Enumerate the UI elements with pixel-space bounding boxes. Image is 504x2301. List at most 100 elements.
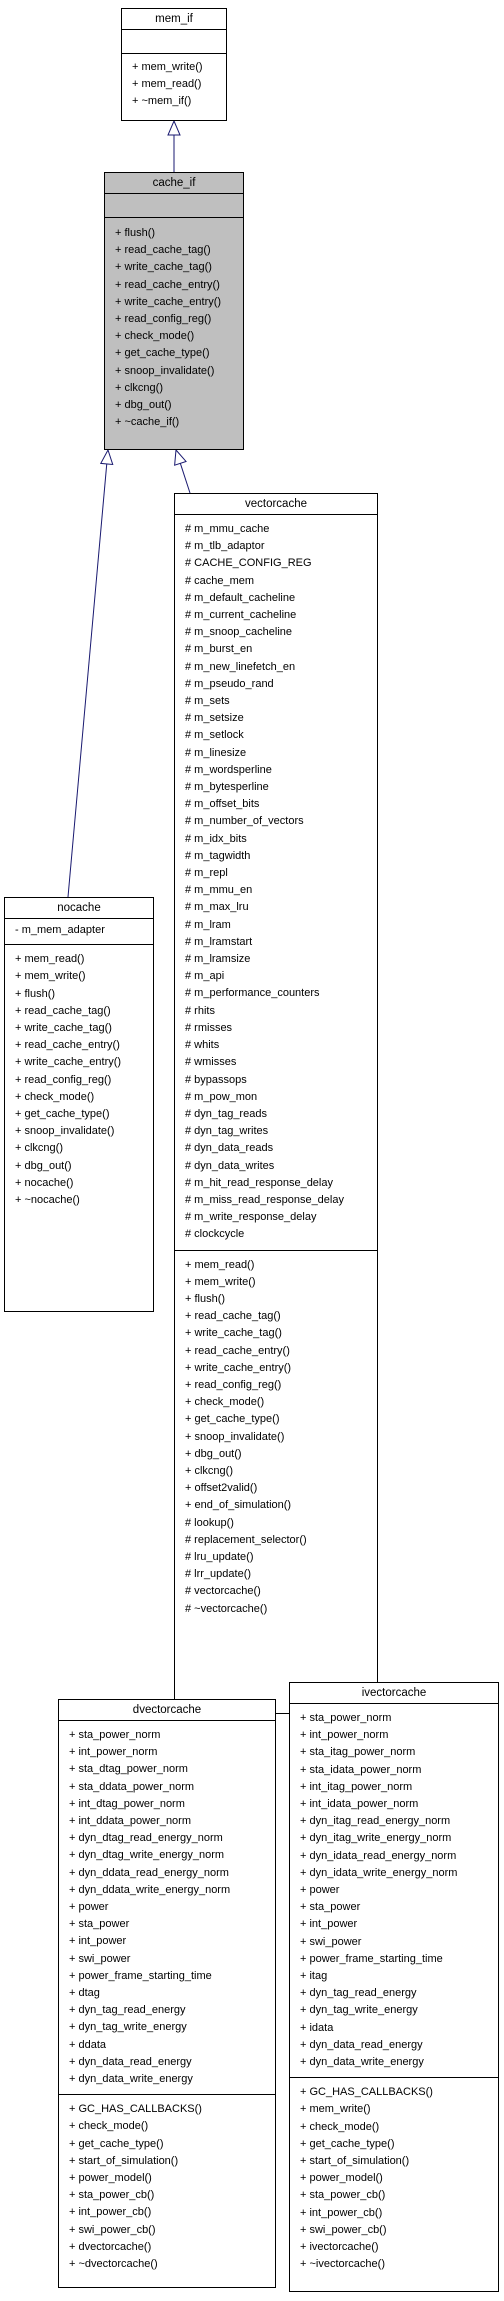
class-vectorcache[interactable]: vectorcache # m_mmu_cache # m_tlb_adaptor… [174, 493, 378, 1714]
attribute-item: # m_wordsperline [185, 763, 272, 776]
attribute-item: # rmisses [185, 1021, 233, 1034]
method-item: + snoop_invalidate() [15, 1125, 115, 1138]
method-item: + mem_write() [300, 2103, 371, 2116]
attribute-item: - m_mem_adapter [15, 924, 105, 936]
method-item: + sta_power_cb() [300, 2189, 386, 2202]
attribute-item: # m_miss_read_response_delay [185, 1193, 344, 1206]
attribute-item: # m_linesize [185, 746, 247, 759]
attribute-item: + power_frame_starting_time [300, 1952, 443, 1965]
methods-section: + GC_HAS_CALLBACKS()+ check_mode()+ get_… [59, 2094, 275, 2273]
method-item: + mem_write() [15, 970, 86, 983]
attribute-item: # wmisses [185, 1056, 237, 1069]
attribute-item: + power [69, 1901, 109, 1914]
method-item: # replacement_selector() [185, 1533, 307, 1546]
attribute-item: # m_api [185, 970, 225, 983]
method-item: + ~nocache() [15, 1194, 80, 1207]
attributes-section: + sta_power_norm+ int_power_norm+ sta_it… [290, 1703, 498, 2077]
attribute-item: # m_idx_bits [185, 832, 247, 845]
attribute-item: # m_setsize [185, 712, 244, 725]
attribute-item: + dyn_itag_read_energy_norm [300, 1815, 451, 1828]
class-dvectorcache[interactable]: dvectorcache + sta_power_norm+ int_power… [58, 1699, 276, 2288]
attribute-item: # dyn_data_reads [185, 1142, 274, 1155]
attribute-item: + swi_power [69, 1952, 131, 1965]
method-item: + read_config_reg() [185, 1378, 282, 1391]
method-item: + mem_read() [185, 1258, 255, 1271]
class-title: nocache [57, 902, 101, 914]
method-item: + flush() [185, 1292, 226, 1305]
attribute-item: + dyn_tag_write_energy [300, 2004, 418, 2017]
attribute-item: + int_power [300, 1918, 358, 1931]
attributes-section: - m_mem_adapter [5, 918, 153, 944]
attribute-item: + ddata [69, 2038, 107, 2051]
attribute-item: + int_power_norm [300, 1729, 389, 1742]
attribute-item: + dyn_data_write_energy [300, 2056, 424, 2069]
method-item: + check_mode() [115, 330, 195, 343]
attribute-item: # m_performance_counters [185, 987, 320, 1000]
attribute-item: # m_number_of_vectors [185, 815, 304, 828]
attribute-item: # dyn_tag_writes [185, 1125, 269, 1138]
attribute-item: + int_dtag_power_norm [69, 1797, 185, 1810]
method-item: + mem_write() [132, 61, 203, 73]
method-item: + read_cache_entry() [115, 278, 220, 291]
class-cache-if[interactable]: cache_if + flush()+ read_cache_tag()+ wr… [104, 172, 244, 450]
attribute-item: # m_setlock [185, 729, 244, 742]
attribute-item: # m_snoop_cacheline [185, 626, 293, 639]
class-title: mem_if [155, 13, 193, 25]
attributes-section [122, 29, 226, 53]
attribute-item: + dyn_idata_write_energy_norm [300, 1866, 458, 1879]
method-item: + snoop_invalidate() [185, 1430, 285, 1443]
method-item: + start_of_simulation() [300, 2155, 410, 2168]
class-nocache[interactable]: nocache - m_mem_adapter + mem_read() + me… [4, 897, 154, 1312]
attribute-item: + dyn_tag_write_energy [69, 2021, 187, 2034]
attribute-item: + dyn_idata_read_energy_norm [300, 1849, 457, 1862]
attribute-item: # m_lramstart [185, 935, 253, 948]
method-item: + mem_read() [15, 953, 85, 966]
method-item: + dbg_out() [15, 1159, 72, 1172]
attribute-item: # m_current_cacheline [185, 609, 297, 622]
methods-section: + GC_HAS_CALLBACKS()+ mem_write()+ check… [290, 2077, 498, 2273]
method-item: + swi_power_cb() [300, 2223, 387, 2236]
method-item: + start_of_simulation() [69, 2154, 179, 2167]
attribute-item: # m_mmu_cache [185, 523, 270, 535]
attributes-section: + sta_power_norm+ int_power_norm+ sta_dt… [59, 1720, 275, 2094]
attribute-item: + int_itag_power_norm [300, 1780, 413, 1793]
class-title: vectorcache [244, 498, 307, 510]
methods-section: + mem_read() + mem_write() + flush() + read… [175, 1249, 377, 1618]
class-title: ivectorcache [361, 1687, 427, 1699]
method-item: + snoop_invalidate() [115, 364, 215, 377]
attribute-item: # m_tlb_adaptor [185, 540, 265, 553]
method-item: + GC_HAS_CALLBACKS() [69, 2103, 202, 2116]
attribute-item: + sta_ddata_power_norm [69, 1780, 195, 1793]
attributes-section: # m_mmu_cache # m_tlb_adaptor # CACHE_CONF… [175, 514, 377, 1250]
class-mem-if[interactable]: mem_if + mem_write()+ mem_read()+ ~mem_i… [121, 8, 227, 121]
method-item: + power_model() [300, 2172, 383, 2185]
method-item: + get_cache_type() [300, 2137, 395, 2150]
method-item: + write_cache_entry() [185, 1361, 292, 1374]
method-item: + sta_power_cb() [69, 2189, 155, 2202]
attribute-item: # whits [185, 1039, 220, 1052]
class-title: dvectorcache [132, 1704, 202, 1716]
method-item: + dbg_out() [185, 1447, 242, 1460]
attribute-item: # CACHE_CONFIG_REG [185, 557, 312, 570]
method-item: + read_config_reg() [15, 1073, 112, 1086]
method-item: + write_cache_tag() [185, 1327, 282, 1340]
class-ivectorcache[interactable]: ivectorcache + sta_power_norm+ int_power… [289, 1682, 499, 2292]
method-item: + write_cache_entry() [15, 1056, 122, 1069]
attribute-item: # m_lram [185, 918, 231, 931]
attribute-item: + dyn_itag_write_energy_norm [300, 1832, 452, 1845]
attribute-item: + dyn_dtag_write_energy_norm [69, 1849, 225, 1862]
method-item: + read_cache_tag() [15, 1004, 111, 1017]
method-item: + clkcng() [15, 1142, 63, 1155]
attribute-item: # m_max_lru [185, 901, 249, 914]
attribute-item: # m_hit_read_response_delay [185, 1176, 333, 1189]
attribute-item: + int_ddata_power_norm [69, 1815, 191, 1828]
method-item: + clkcng() [115, 381, 163, 394]
method-item: + flush() [115, 227, 156, 239]
method-item: + power_model() [69, 2172, 152, 2185]
method-item: + mem_write() [185, 1275, 256, 1288]
attribute-item: + itag [300, 1970, 328, 1983]
attributes-section [105, 193, 243, 217]
edge-vectorcache-to-cache_if [179, 463, 191, 494]
method-item: + dbg_out() [115, 399, 172, 412]
attribute-item: # m_write_response_delay [185, 1211, 317, 1224]
